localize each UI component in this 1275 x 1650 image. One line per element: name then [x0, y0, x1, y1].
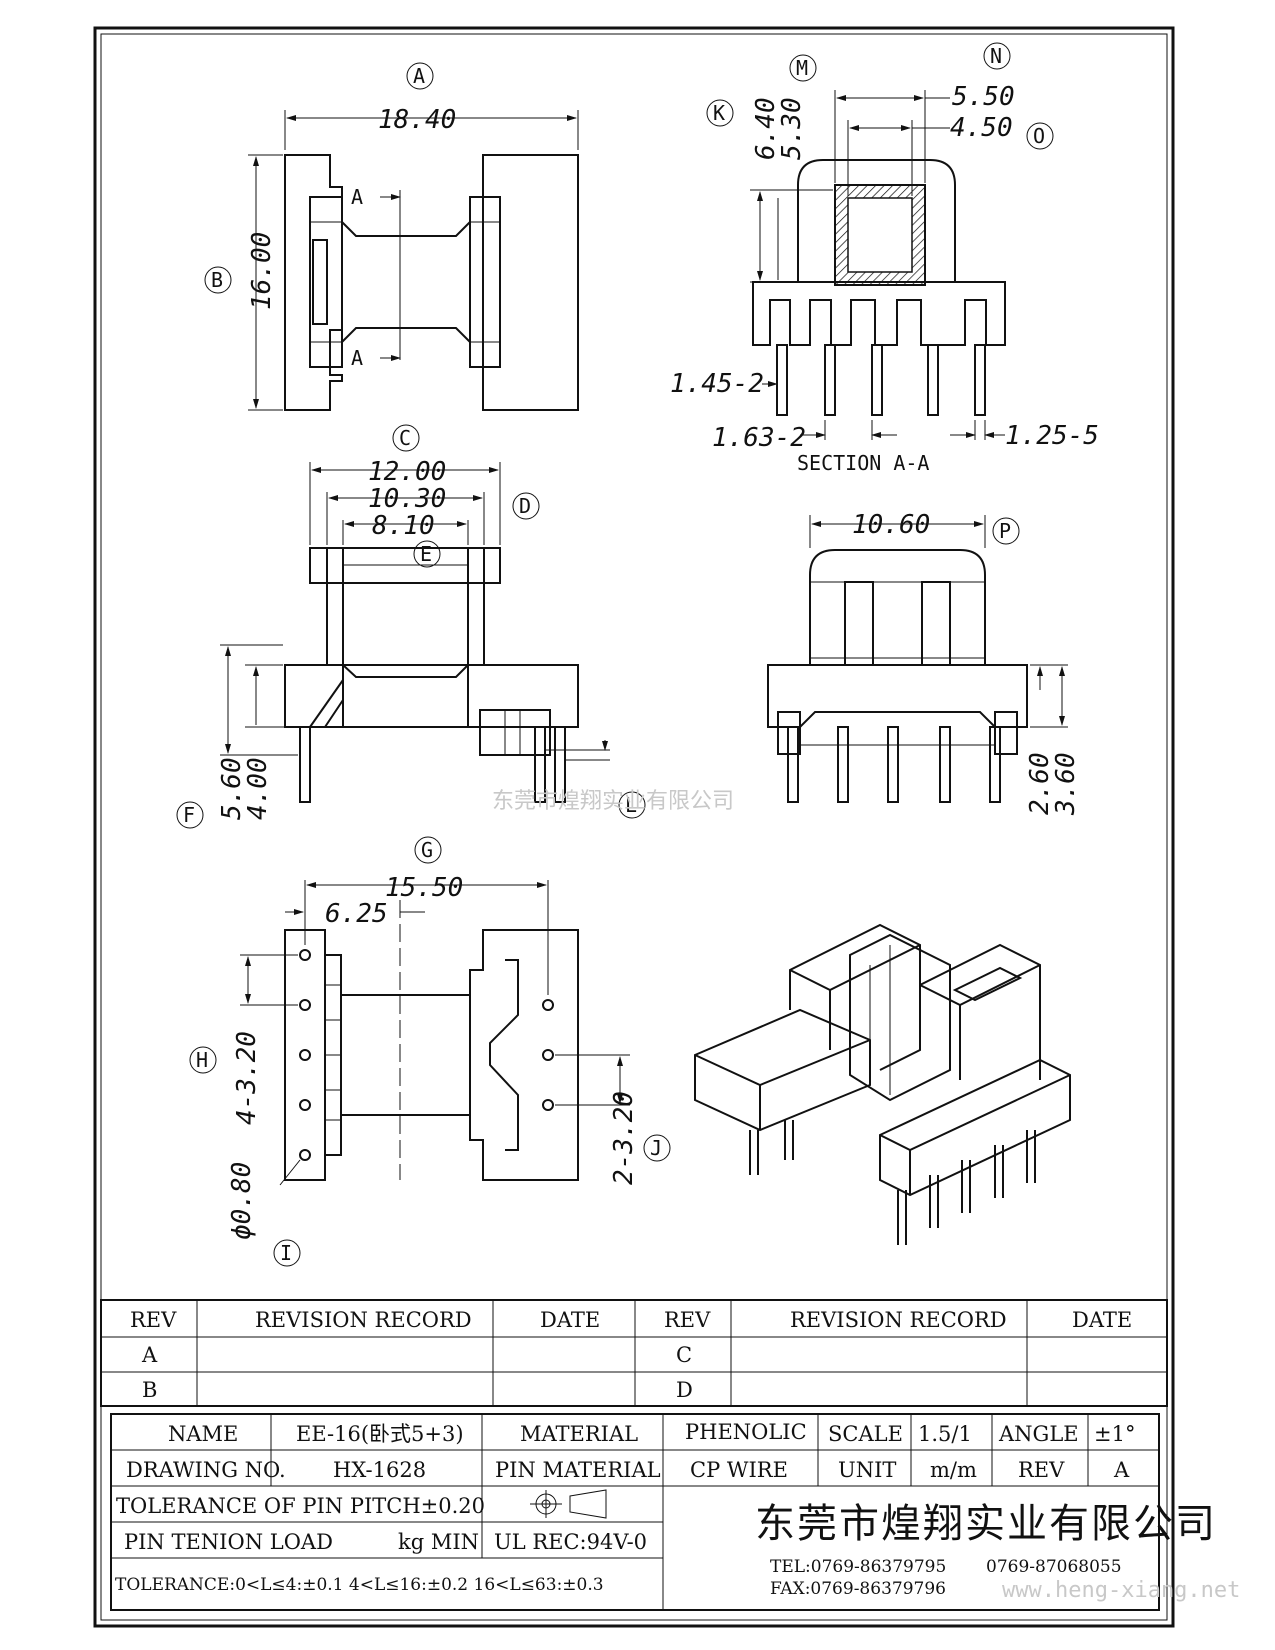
- bubble-a: A: [413, 64, 425, 88]
- rev-label: REV: [1018, 1458, 1065, 1482]
- dim-j: 2-3.20: [609, 1091, 639, 1185]
- dim-g2: 6.25: [325, 899, 388, 929]
- angle-label: ANGLE: [998, 1422, 1079, 1446]
- dim-o: 4.50: [950, 113, 1013, 143]
- drawing-no-label: DRAWING NO.: [126, 1458, 286, 1482]
- title-block: NAME EE-16(卧式5+3) MATERIAL PHENOLIC SCAL…: [110, 1413, 1217, 1611]
- bubble-h: H: [196, 1048, 208, 1072]
- rev-cell: B: [142, 1378, 157, 1402]
- revision-record-header: REVISION RECORD: [790, 1308, 1007, 1332]
- inner-frame: [100, 33, 1168, 1621]
- section-cut-label: A: [351, 185, 363, 209]
- dim-k2: 5.30: [777, 97, 807, 160]
- rev-header: REV: [130, 1308, 177, 1332]
- outer-frame: [93, 26, 1175, 1628]
- bubble-m: M: [796, 56, 808, 80]
- dim-c3: 8.10: [372, 511, 435, 541]
- angle-value: ±1°: [1094, 1422, 1135, 1446]
- dim-k1: 6.40: [751, 97, 781, 160]
- dim-b: 16.00: [247, 232, 277, 310]
- dim-pin-145: 1.45-2: [670, 369, 764, 399]
- bubble-b: B: [211, 268, 223, 292]
- dim-h: 4-3.20: [232, 1031, 262, 1125]
- scale-label: SCALE: [828, 1422, 903, 1446]
- ul-rating: UL REC:94V-0: [494, 1530, 647, 1554]
- bubble-f: F: [183, 803, 195, 827]
- bottom-view: 15.50 6.25 4-3.20 ϕ0.80 2-3.20: [227, 873, 639, 1240]
- dim-f1: 5.60: [217, 757, 247, 820]
- company-name: 东莞市煌翔实业有限公司: [755, 1501, 1217, 1547]
- rev-cell: A: [141, 1343, 158, 1367]
- section-cut-label: A: [351, 346, 363, 370]
- section-title: SECTION A-A: [797, 451, 929, 475]
- rev-cell: D: [676, 1378, 693, 1402]
- side-view: 10.60 2.60 3.60: [767, 510, 1081, 816]
- bubble-k: K: [713, 101, 725, 125]
- bubble-o: O: [1033, 124, 1045, 148]
- pin-pitch-tolerance: TOLERANCE OF PIN PITCH±0.20: [116, 1494, 485, 1518]
- pin-material-value: CP WIRE: [690, 1458, 788, 1482]
- callout-bubbles: A B C D E F G H I J K M N O P L: [176, 42, 1054, 1267]
- dim-r1: 2.60: [1025, 752, 1055, 815]
- rev-header: REV: [664, 1308, 711, 1332]
- section-a-a: 6.40 5.30 5.50 4.50 1.45-2 1.63-2 1.25-5…: [670, 82, 1099, 475]
- dim-g1: 15.50: [385, 873, 463, 903]
- pin-tension-unit: kg MIN: [398, 1530, 479, 1554]
- watermark-text: 东莞市煌翔实业有限公司: [492, 789, 734, 814]
- material-value: PHENOLIC: [685, 1420, 807, 1444]
- bubble-e: E: [420, 542, 432, 566]
- material-label: MATERIAL: [520, 1422, 638, 1446]
- bubble-c: C: [399, 426, 411, 450]
- bubble-g: G: [421, 838, 433, 862]
- pin-material-label: PIN MATERIAL: [495, 1458, 661, 1482]
- rev-value: A: [1113, 1458, 1130, 1482]
- front-view: 12.00 10.30 8.10 5.60 4.00: [217, 457, 610, 820]
- fax: FAX:0769-86379796: [770, 1579, 946, 1599]
- dim-c1: 12.00: [368, 457, 446, 487]
- pin-tension-label: PIN TENION LOAD: [124, 1530, 333, 1554]
- unit-value: m/m: [930, 1458, 977, 1482]
- bubble-i: I: [280, 1241, 292, 1265]
- isometric-view: [694, 923, 1071, 1245]
- name-label: NAME: [168, 1422, 238, 1446]
- name-value: EE-16(卧式5+3): [296, 1422, 464, 1446]
- dim-i: ϕ0.80: [227, 1162, 257, 1240]
- dim-r2: 3.60: [1051, 752, 1081, 816]
- revision-record-header: REVISION RECORD: [255, 1308, 472, 1332]
- date-header: DATE: [1072, 1308, 1132, 1332]
- dim-c2: 10.30: [368, 484, 446, 514]
- dim-f2: 4.00: [243, 757, 273, 820]
- scale-value: 1.5/1: [918, 1422, 972, 1446]
- unit-label: UNIT: [838, 1458, 896, 1482]
- dim-p: 10.60: [852, 510, 930, 540]
- date-header: DATE: [540, 1308, 600, 1332]
- telephone-2: 0769-87068055: [986, 1557, 1122, 1577]
- dim-pin-125: 1.25-5: [1005, 421, 1099, 451]
- rev-cell: C: [676, 1343, 692, 1367]
- bubble-d: D: [519, 494, 531, 518]
- drawing-no-value: HX-1628: [333, 1458, 426, 1482]
- website-url: www.heng-xiang.net: [1002, 1578, 1240, 1603]
- general-tolerance: TOLERANCE:0<L≤4:±0.1 4<L≤16:±0.2 16<L≤63…: [115, 1575, 604, 1595]
- bubble-n: N: [990, 44, 1002, 68]
- bubble-p: P: [999, 519, 1011, 543]
- telephone: TEL:0769-86379795: [770, 1557, 946, 1577]
- dim-a: 18.40: [378, 105, 456, 135]
- revision-table: REV REVISION RECORD DATE REV REVISION RE…: [100, 1299, 1168, 1407]
- top-view: A A 18.40 16.00: [247, 105, 579, 411]
- bubble-j: J: [650, 1136, 662, 1160]
- bubble-l: L: [625, 793, 637, 817]
- dim-pin-163: 1.63-2: [712, 423, 806, 453]
- dim-n: 5.50: [952, 82, 1015, 112]
